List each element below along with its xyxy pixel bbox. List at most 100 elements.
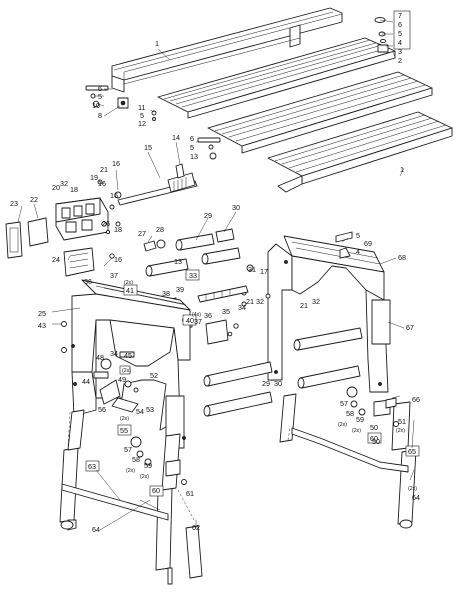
label-5-mid2: 5: [190, 143, 194, 152]
label-24: 24: [52, 255, 60, 264]
label-59-right: 59: [356, 415, 364, 424]
label-18-b: 18: [114, 225, 122, 234]
label-69: 69: [364, 239, 372, 248]
right-frame-hardware: [241, 231, 353, 307]
label-6-mid: 6: [190, 134, 194, 143]
label-12: 12: [138, 119, 146, 128]
fasteners-mid: [197, 137, 221, 160]
label-55: 55: [120, 426, 128, 435]
label-5-left: 5: [98, 92, 102, 101]
label-6-top: 6: [398, 20, 402, 29]
label-39: 39: [176, 285, 184, 294]
label-23: 23: [10, 199, 18, 208]
extrusion-panel-upper: [157, 37, 396, 119]
label-66: 66: [412, 395, 420, 404]
label-1-lower: 1: [400, 165, 404, 174]
label-30-top: 30: [232, 203, 240, 212]
label-2x-a: (2x): [124, 280, 133, 286]
label-67: 67: [406, 323, 414, 332]
label-40: 40: [186, 316, 194, 325]
label-38: 38: [162, 289, 170, 298]
left-frame-hardware: [61, 321, 139, 413]
label-6-left: 6: [98, 84, 102, 93]
label-34-b: 34: [110, 349, 118, 358]
label-29-top: 29: [204, 211, 212, 220]
label-36-b: 36: [204, 311, 212, 320]
label-65: 65: [408, 447, 416, 456]
cross-tubes: [203, 327, 363, 417]
label-33: 33: [189, 271, 197, 280]
label-51: 51: [398, 417, 406, 426]
label-5-mid: 5: [140, 111, 144, 120]
label-10: 10: [92, 101, 100, 110]
label-14: 14: [172, 133, 180, 142]
roller-tubes-upper: [145, 228, 241, 277]
label-13: 13: [190, 152, 198, 161]
label-43: 43: [38, 321, 46, 330]
leader-lines: [17, 19, 415, 531]
label-31: 31: [248, 265, 256, 274]
foot-bar-right: [291, 427, 409, 473]
label-4-top: 4: [398, 38, 402, 47]
label-2x-i: (2x): [408, 486, 417, 492]
label-60-left: 60: [152, 486, 160, 495]
label-54: 54: [136, 407, 144, 416]
extrusion-panel-middle: [207, 71, 433, 154]
label-2x-f: (2x): [338, 422, 347, 428]
fasteners-top-right: [374, 10, 411, 53]
label-53: 53: [146, 405, 154, 414]
label-36-a: 36: [84, 277, 92, 286]
extrusion-panel-lower: [267, 111, 453, 193]
label-21-b: 21: [246, 297, 254, 306]
label-19: 19: [90, 173, 98, 182]
label-60-right: 60: [370, 434, 378, 443]
label-3: 3: [398, 47, 402, 56]
label-57-right: 57: [340, 399, 348, 408]
right-frame: [267, 235, 391, 393]
label-2x-d: (2x): [126, 468, 135, 474]
label-35: 35: [222, 307, 230, 316]
label-18-a: 18: [70, 185, 78, 194]
label-26: 26: [102, 219, 110, 228]
label-48: 48: [96, 353, 104, 362]
label-28: 28: [156, 225, 164, 234]
label-2: 2: [398, 56, 402, 65]
label-68: 68: [398, 253, 406, 262]
label-21-c: 21: [300, 301, 308, 310]
label-16-c: 16: [98, 179, 106, 188]
label-2x-g: (2x): [352, 428, 361, 434]
label-2x-b: (2x): [122, 368, 131, 374]
label-32-a: 32: [60, 179, 68, 188]
label-64-right: 64: [412, 493, 420, 502]
label-7: 7: [398, 11, 402, 20]
label-52: 52: [150, 371, 158, 380]
label-56: 56: [98, 405, 106, 414]
label-57-left: 57: [124, 445, 132, 454]
label-63: 63: [88, 462, 96, 471]
label-5-top: 5: [398, 29, 402, 38]
label-8: 8: [98, 111, 102, 120]
label-30-bottom: 30: [274, 379, 282, 388]
label-27: 27: [138, 229, 146, 238]
label-37-b: 37: [194, 317, 202, 326]
label-49: 49: [118, 375, 126, 384]
label-4-right: 4: [356, 247, 360, 256]
label-5-right: 5: [356, 231, 360, 240]
label-16-a: 16: [112, 159, 120, 168]
label-2x-c: (2x): [120, 416, 129, 422]
label-16-b: 16: [110, 191, 118, 200]
label-37-a: 37: [110, 271, 118, 280]
label-4x: (4x): [192, 312, 201, 318]
label-13-b: 13: [174, 257, 182, 266]
label-15: 15: [144, 143, 152, 152]
label-58-left: 58: [132, 455, 140, 464]
label-22: 22: [30, 195, 38, 204]
label-25: 25: [38, 309, 46, 318]
label-50-box: 50: [372, 437, 380, 446]
label-62: 62: [192, 523, 200, 532]
label-17: 17: [260, 267, 268, 276]
spindle-assembly: [109, 163, 198, 210]
label-11: 11: [138, 103, 145, 112]
label-32-b: 32: [256, 297, 264, 306]
